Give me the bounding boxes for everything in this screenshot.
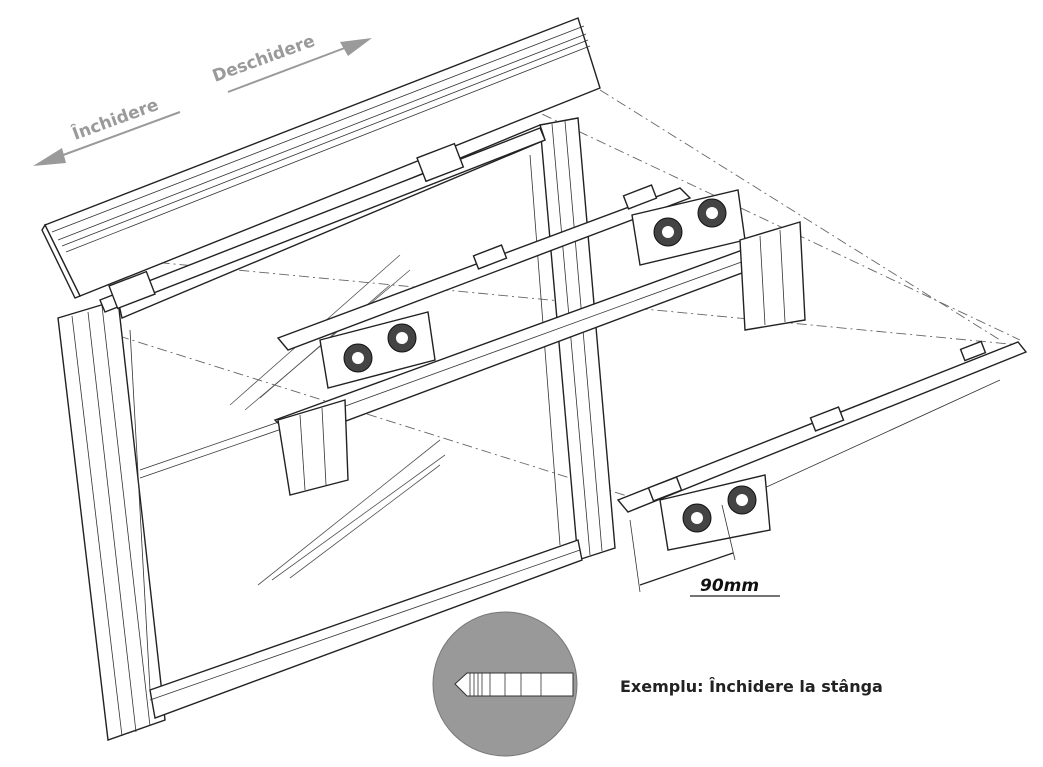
direction-arrow-left-icon — [454, 672, 574, 697]
trolley-upper-right — [631, 189, 746, 266]
trolley-middle — [319, 311, 436, 389]
closing-label: Închidere — [69, 93, 161, 144]
closing-arrow: Închidere — [33, 93, 181, 166]
top-rail — [41, 17, 601, 299]
caption: Exemplu: Închidere la stânga — [620, 677, 883, 696]
middle-hanger-bar — [276, 184, 692, 351]
dimension-label: 90mm — [700, 576, 759, 596]
opening-arrow: Deschidere — [210, 31, 372, 93]
sash-profile — [273, 221, 806, 496]
direction-badge — [432, 611, 578, 757]
frame-top-track — [99, 127, 546, 313]
right-hanger-bar — [616, 340, 1028, 551]
dimension-90mm: 90mm — [629, 504, 780, 597]
